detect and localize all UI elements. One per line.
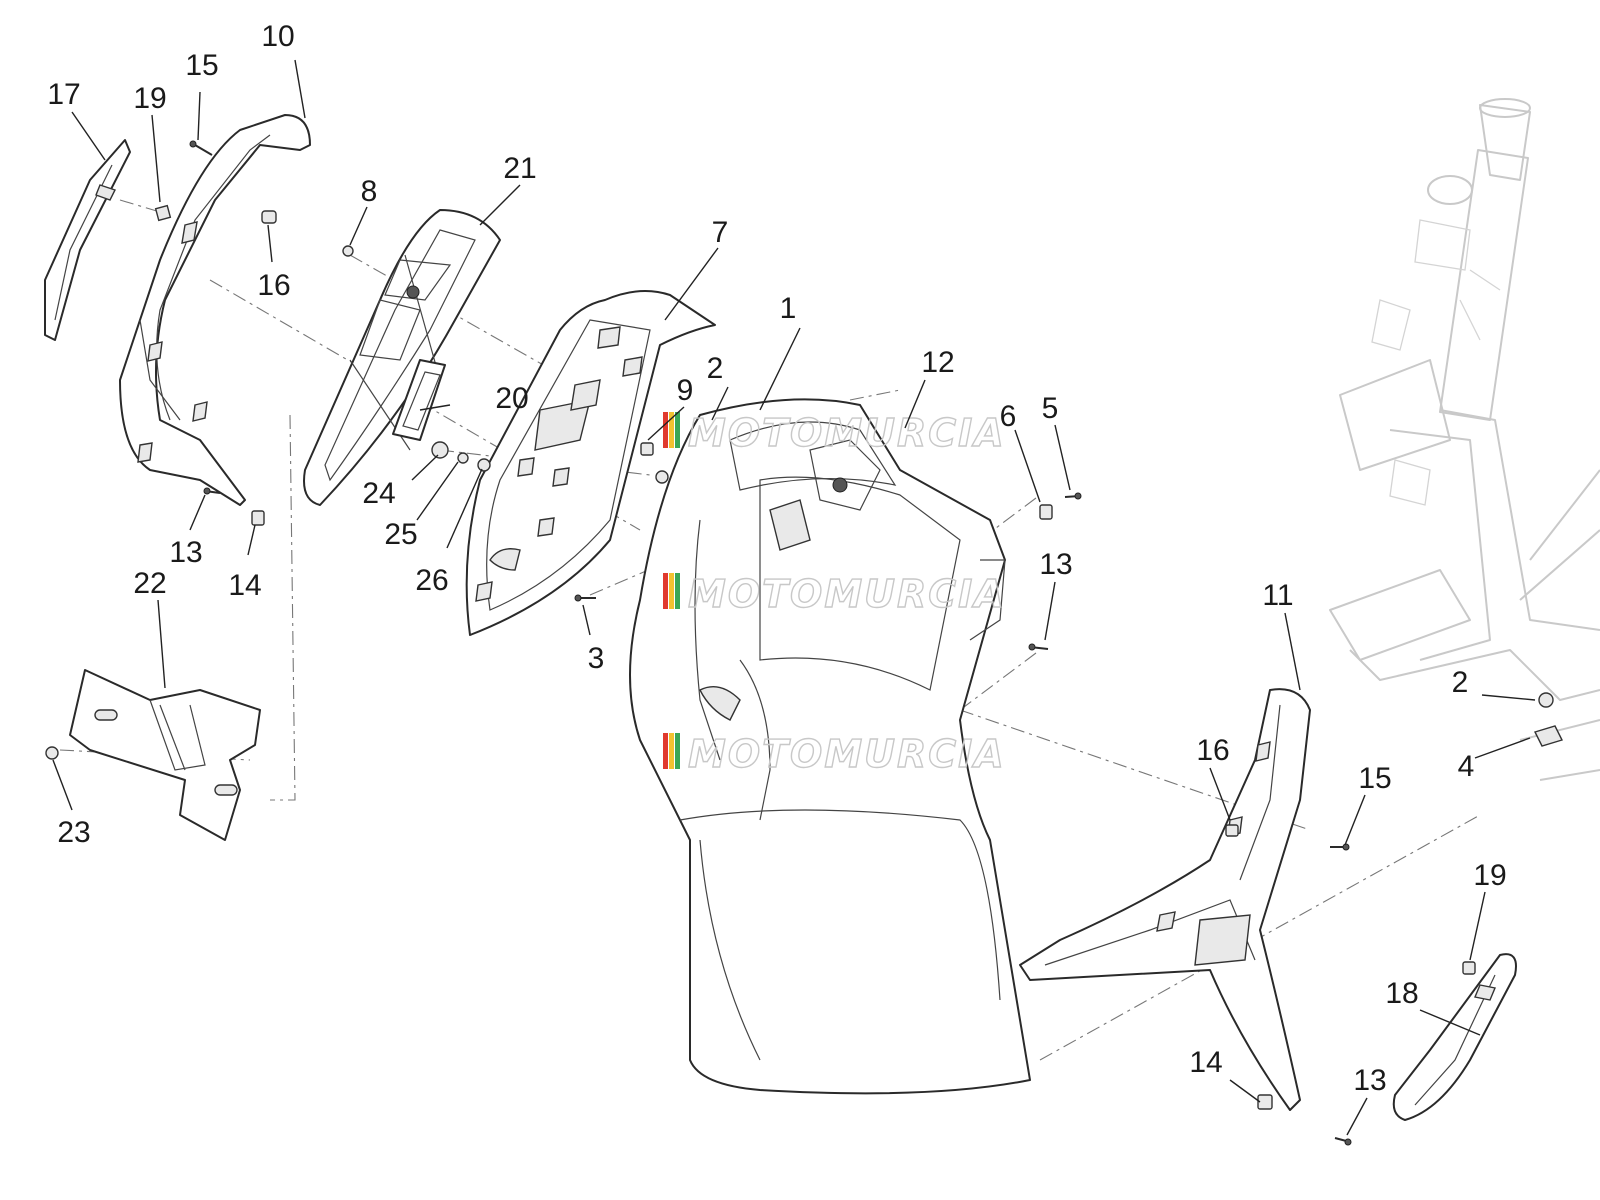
callout-2: 2 (707, 352, 724, 385)
callout-labels: 1 2 2 3 4 5 6 7 8 9 10 11 12 13 13 13 14… (47, 20, 1506, 1097)
callout-17: 17 (47, 78, 80, 111)
watermark-text: MOTOMURCIA (688, 572, 1006, 616)
leader-lines (52, 59, 1536, 1136)
callout-8: 8 (361, 175, 378, 208)
watermark-text: MOTOMURCIA (688, 411, 1006, 455)
callout-26: 26 (415, 564, 448, 597)
callout-21: 21 (503, 152, 536, 185)
callout-1: 1 (780, 292, 797, 325)
watermark-bottom: MOTOMURCIA (663, 731, 1006, 777)
callout-23: 23 (57, 816, 90, 849)
plate-part-20 (392, 359, 446, 441)
front-shield-part-1 (629, 398, 1031, 1095)
callout-5: 5 (1042, 392, 1059, 425)
left-trim-part-10 (119, 114, 311, 506)
callout-15: 15 (185, 49, 218, 82)
callout-6: 6 (1000, 400, 1017, 433)
callout-10: 10 (261, 20, 294, 53)
right-strip-part-18 (1392, 953, 1517, 1121)
callout-13: 13 (1353, 1064, 1386, 1097)
callout-14: 14 (1189, 1046, 1222, 1079)
callout-24: 24 (362, 477, 395, 510)
grille-cover-part-21 (303, 209, 501, 506)
callout-16: 16 (1196, 734, 1229, 767)
bracket-part-22 (69, 669, 261, 841)
callout-15: 15 (1358, 762, 1391, 795)
callout-19: 19 (133, 82, 166, 115)
callout-20: 20 (495, 382, 528, 415)
callout-22: 22 (133, 567, 166, 600)
callout-19: 19 (1473, 859, 1506, 892)
callout-9: 9 (677, 374, 694, 407)
hardware-small-parts (45, 140, 1563, 1146)
callout-13: 13 (169, 536, 202, 569)
watermark-text: MOTOMURCIA (688, 732, 1006, 776)
watermark-middle: MOTOMURCIA (663, 571, 1006, 617)
callout-18: 18 (1385, 977, 1418, 1010)
callout-3: 3 (588, 642, 605, 675)
callout-25: 25 (384, 518, 417, 551)
right-trim-part-11 (1019, 688, 1311, 1111)
callout-12: 12 (921, 346, 954, 379)
callout-13: 13 (1039, 548, 1072, 581)
watermark-top: MOTOMURCIA (663, 410, 1006, 456)
frame-ghost-outline (1329, 98, 1600, 781)
inner-panel-part-7 (465, 290, 716, 636)
callout-14: 14 (228, 569, 261, 602)
callout-7: 7 (712, 216, 729, 249)
callout-11: 11 (1262, 579, 1293, 612)
callout-4: 4 (1458, 750, 1475, 783)
callout-2: 2 (1452, 666, 1469, 699)
callout-16: 16 (257, 269, 290, 302)
left-strip-part-17 (44, 139, 131, 341)
